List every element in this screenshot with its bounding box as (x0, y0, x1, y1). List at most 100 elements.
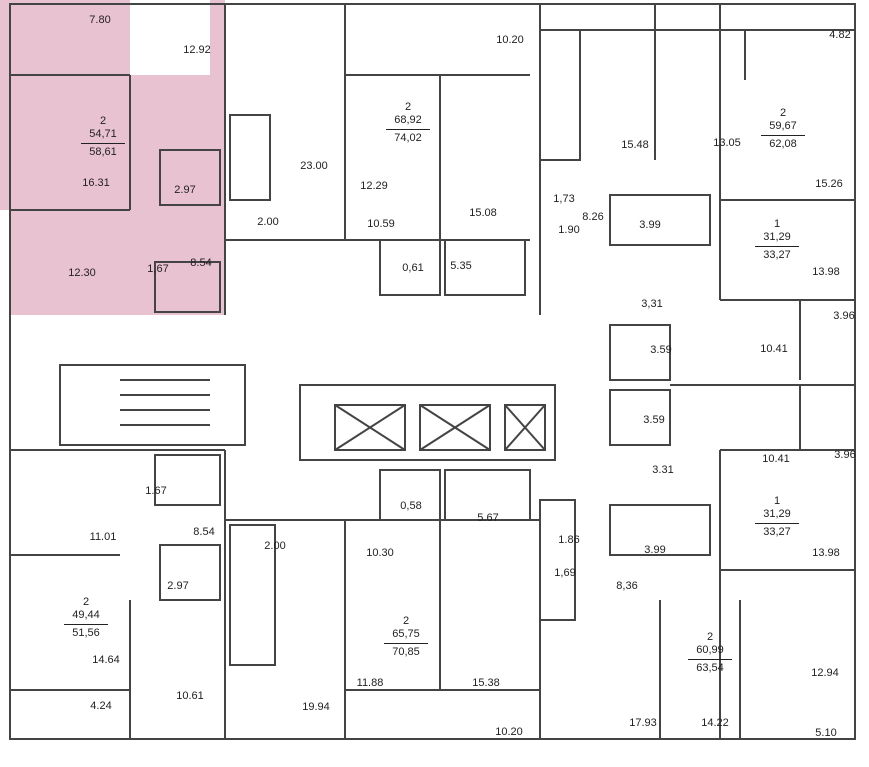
apartment-label[interactable]: 1 31,29 33,27 (755, 495, 799, 539)
room-area: 1.90 (558, 224, 580, 236)
apartment-label[interactable]: 2 54,71 58,61 (81, 115, 125, 159)
apartment-label[interactable]: 2 65,75 70,85 (384, 615, 428, 659)
room-area: 13.98 (812, 266, 840, 278)
room-area: 10.61 (176, 690, 204, 702)
divider (761, 135, 805, 136)
apartment-label[interactable]: 2 49,44 51,56 (64, 596, 108, 640)
apartment-rooms: 1 (773, 495, 781, 507)
room-area: 12.29 (360, 180, 388, 192)
apartment-label[interactable]: 2 68,92 74,02 (386, 101, 430, 145)
highlighted-apartment[interactable] (0, 0, 225, 315)
room-area: 10.20 (496, 34, 524, 46)
room-area: 8,36 (616, 580, 638, 592)
room-area: 12.94 (811, 667, 839, 679)
apartment-label[interactable]: 1 31,29 33,27 (755, 218, 799, 262)
room-area: 3.59 (650, 344, 672, 356)
room-area: 1.67 (145, 485, 167, 497)
room-area: 12.92 (183, 44, 211, 56)
apartment-total-area: 62,08 (769, 138, 797, 150)
apartment-living-area: 49,44 (72, 609, 100, 621)
room-area: 8.54 (190, 257, 212, 269)
apartment-rooms: 2 (402, 615, 410, 627)
room-area: 14.64 (92, 654, 120, 666)
apartment-rooms: 2 (779, 107, 787, 119)
room-area: 3.99 (644, 544, 666, 556)
apartment-total-area: 70,85 (392, 646, 420, 658)
room-area: 2.97 (167, 580, 189, 592)
apartment-rooms: 2 (706, 631, 714, 643)
room-area: 2.00 (257, 216, 279, 228)
room-area: 15.08 (469, 207, 497, 219)
apartment-living-area: 68,92 (394, 114, 422, 126)
apartment-living-area: 31,29 (763, 231, 791, 243)
apartment-living-area: 65,75 (392, 628, 420, 640)
room-area: 15.38 (472, 677, 500, 689)
divider (755, 246, 799, 247)
room-area: 11.88 (356, 677, 384, 689)
room-area: 3.96 (833, 310, 855, 322)
room-area: 5.67 (477, 512, 499, 524)
room-area: 15.48 (621, 139, 649, 151)
room-area: 3.99 (639, 219, 661, 231)
apartment-total-area: 58,61 (89, 146, 117, 158)
room-area: 0,58 (400, 500, 422, 512)
room-area: 10.20 (495, 726, 523, 738)
apartment-rooms: 1 (773, 218, 781, 230)
room-area: 8.26 (582, 211, 604, 223)
room-area: 13.05 (713, 137, 741, 149)
divider (386, 129, 430, 130)
apartment-total-area: 74,02 (394, 132, 422, 144)
divider (688, 659, 732, 660)
room-area: 3.31 (652, 464, 674, 476)
apartment-total-area: 63,54 (696, 662, 724, 674)
divider (384, 643, 428, 644)
room-area: 19.94 (302, 701, 330, 713)
room-area: 3.59 (643, 414, 665, 426)
divider (64, 624, 108, 625)
apartment-total-area: 33,27 (763, 526, 791, 538)
room-area: 14.22 (701, 717, 729, 729)
room-area: 2.00 (264, 540, 286, 552)
room-area: 4.82 (829, 29, 851, 41)
room-area: 17.93 (629, 717, 657, 729)
room-area: 4.24 (90, 700, 112, 712)
apartment-rooms: 2 (82, 596, 90, 608)
room-area: 10.41 (762, 453, 790, 465)
room-area: 5.35 (450, 260, 472, 272)
room-area: 23.00 (300, 160, 328, 172)
divider (755, 523, 799, 524)
room-area: 3.96 (834, 449, 856, 461)
walls (9, 3, 856, 740)
apartment-living-area: 60,99 (696, 644, 724, 656)
apartment-total-area: 33,27 (763, 249, 791, 261)
apartment-living-area: 31,29 (763, 508, 791, 520)
room-area: 0,61 (402, 262, 424, 274)
apartment-label[interactable]: 2 59,67 62,08 (761, 107, 805, 151)
room-area: 15.26 (815, 178, 843, 190)
apartment-rooms: 2 (99, 115, 107, 127)
room-area: 5.10 (815, 727, 837, 739)
apartment-label[interactable]: 2 60,99 63,54 (688, 631, 732, 675)
room-area: 1,69 (554, 567, 576, 579)
room-area: 3,31 (641, 298, 663, 310)
room-area: 1.86 (558, 534, 580, 546)
room-area: 10.41 (760, 343, 788, 355)
room-area: 10.59 (367, 218, 395, 230)
apartment-living-area: 59,67 (769, 120, 797, 132)
room-area: 13.98 (812, 547, 840, 559)
divider (81, 143, 125, 144)
room-area: 16.31 (82, 177, 110, 189)
room-area: 8.54 (193, 526, 215, 538)
room-area: 1,67 (147, 263, 169, 275)
room-area: 10.30 (366, 547, 394, 559)
apartment-total-area: 51,56 (72, 627, 100, 639)
room-area: 12.30 (68, 267, 96, 279)
room-area: 1,73 (553, 193, 575, 205)
apartment-living-area: 54,71 (89, 128, 117, 140)
apartment-rooms: 2 (404, 101, 412, 113)
room-area: 7.80 (89, 14, 111, 26)
room-area: 2.97 (174, 184, 196, 196)
room-area: 11.01 (89, 531, 117, 543)
